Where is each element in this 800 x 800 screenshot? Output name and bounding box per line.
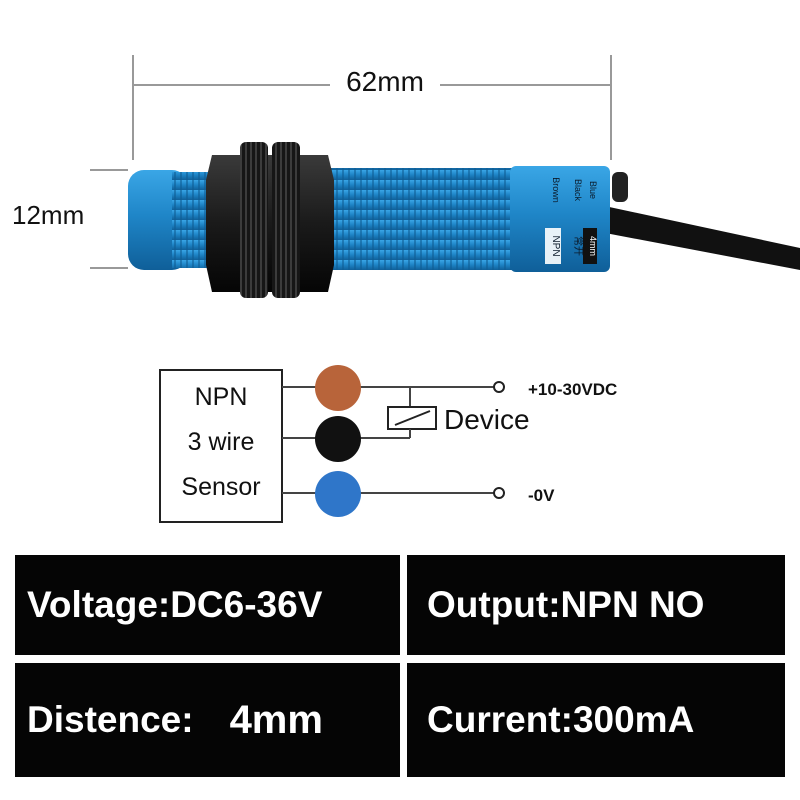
wiring-diagram: NPN 3 wire Sensor Device +10-30VDC -0V bbox=[159, 365, 617, 523]
sensor-box bbox=[159, 369, 283, 523]
spec-distance-cell: Distence: 4mm bbox=[15, 663, 400, 777]
sensor-print-type: NPN bbox=[550, 235, 561, 256]
black-wire-dot bbox=[315, 416, 361, 462]
sensor-box-line-1: NPN bbox=[195, 383, 248, 411]
brown-wire-dot bbox=[315, 365, 361, 411]
length-label: 62mm bbox=[346, 66, 424, 97]
spec-distance-value: 4mm bbox=[229, 697, 323, 742]
spec-output-cell: Output:NPN NO bbox=[407, 555, 785, 655]
lock-nuts bbox=[206, 142, 334, 298]
led-indicator bbox=[612, 172, 628, 202]
ground-label: -0V bbox=[528, 486, 555, 505]
ground-terminal bbox=[493, 487, 505, 499]
spec-output: Output:NPN NO bbox=[427, 584, 705, 625]
supply-terminal bbox=[493, 381, 505, 393]
sensor-print-range: 4mm bbox=[588, 236, 598, 256]
device-label: Device bbox=[444, 404, 530, 435]
blue-wire-dot bbox=[315, 471, 361, 517]
sensor-print-wire-3: Blue bbox=[588, 181, 598, 199]
spec-distance-label: Distence: bbox=[27, 699, 194, 740]
spec-table: Voltage:DC6-36V Output:NPN NO Distence: … bbox=[15, 555, 785, 785]
thread-back bbox=[325, 168, 515, 270]
spec-voltage-cell: Voltage:DC6-36V bbox=[15, 555, 400, 655]
diameter-dimension-line bbox=[90, 169, 128, 269]
sensor-print-wire-1: Brown bbox=[551, 177, 561, 203]
spec-current: Current:300mA bbox=[427, 699, 695, 740]
spec-current-cell: Current:300mA bbox=[407, 663, 785, 777]
sensor-box-line-2: 3 wire bbox=[188, 428, 255, 456]
sensor-print-wire-2: Black bbox=[573, 179, 583, 202]
diameter-label: 12mm bbox=[12, 200, 85, 230]
sensor-print: NPN 常开 4mm Brown Black Blue bbox=[545, 177, 598, 264]
spec-voltage: Voltage:DC6-36V bbox=[27, 584, 323, 625]
supply-label: +10-30VDC bbox=[528, 380, 617, 399]
sensor-photo: NPN 常开 4mm Brown Black Blue bbox=[90, 55, 800, 298]
sensor-print-mode: 常开 bbox=[572, 236, 585, 256]
sensor-box-line-3: Sensor bbox=[181, 473, 260, 501]
sensor-cable bbox=[600, 205, 800, 270]
length-dimension-line bbox=[132, 55, 612, 160]
